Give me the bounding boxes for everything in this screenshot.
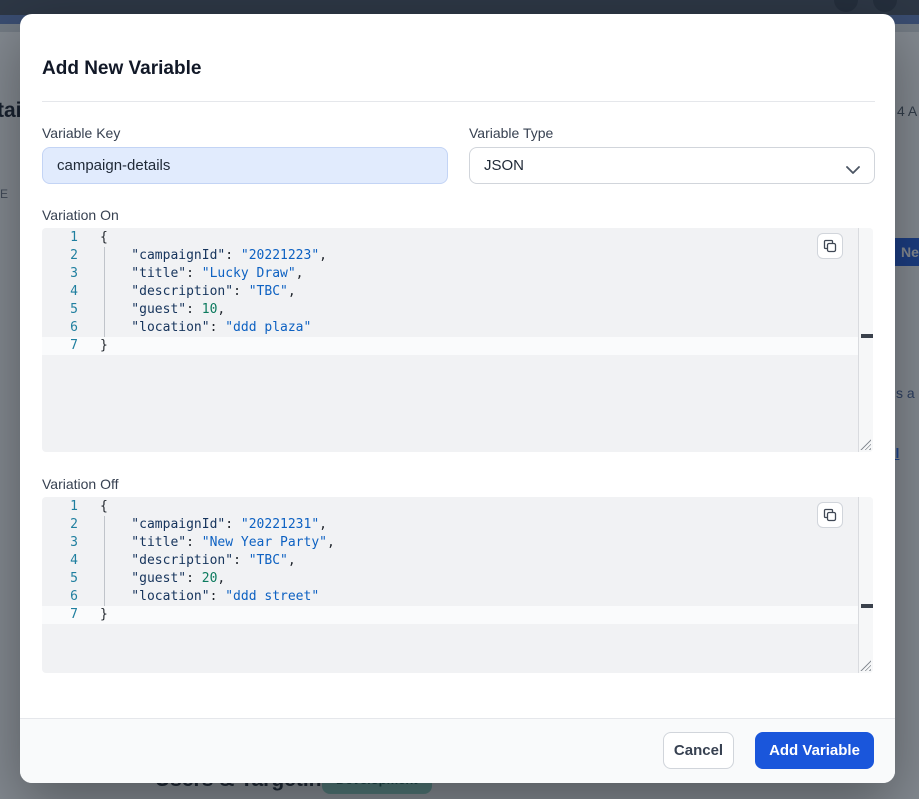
line-content: { xyxy=(100,499,108,514)
modal-footer: Cancel Add Variable xyxy=(20,718,895,783)
add-variable-modal: Add New Variable Variable Key Variable T… xyxy=(20,14,895,783)
variable-type-value: JSON xyxy=(484,157,525,174)
code-editor-variation-off[interactable]: 1{2 "campaignId": "20221231",3 "title": … xyxy=(42,497,873,673)
line-number: 1 xyxy=(70,230,78,245)
line-content: "title": "New Year Party", xyxy=(100,535,335,550)
scrollbar-track[interactable] xyxy=(858,497,873,673)
line-number: 1 xyxy=(70,499,78,514)
line-content: "campaignId": "20221231", xyxy=(100,517,327,532)
code-line[interactable]: 1{ xyxy=(42,498,858,516)
variable-key-label: Variable Key xyxy=(42,125,121,141)
line-number: 7 xyxy=(70,607,78,622)
code-line[interactable]: 5 "guest": 10, xyxy=(42,301,858,319)
divider xyxy=(42,101,875,102)
line-content: "description": "TBC", xyxy=(100,284,296,299)
line-content: "guest": 20, xyxy=(100,571,226,586)
code-editor-variation-on[interactable]: 1{2 "campaignId": "20221223",3 "title": … xyxy=(42,228,873,452)
line-number: 6 xyxy=(70,589,78,604)
line-content: } xyxy=(100,338,108,353)
cancel-button[interactable]: Cancel xyxy=(663,732,734,769)
code-line[interactable]: 4 "description": "TBC", xyxy=(42,283,858,301)
line-number: 5 xyxy=(70,302,78,317)
code-line[interactable]: 7} xyxy=(42,606,858,624)
code-line[interactable]: 1{ xyxy=(42,229,858,247)
code-line[interactable]: 2 "campaignId": "20221231", xyxy=(42,516,858,534)
line-number: 3 xyxy=(70,535,78,550)
resize-grip[interactable] xyxy=(860,660,871,671)
code-line[interactable]: 5 "guest": 20, xyxy=(42,570,858,588)
copy-button[interactable] xyxy=(817,233,843,259)
variable-key-input[interactable] xyxy=(42,147,448,184)
line-number: 7 xyxy=(70,338,78,353)
line-content: "description": "TBC", xyxy=(100,553,296,568)
variable-type-label: Variable Type xyxy=(469,125,554,141)
scrollbar-cursor-marker[interactable] xyxy=(861,334,873,338)
line-content: "guest": 10, xyxy=(100,302,226,317)
line-content: "title": "Lucky Draw", xyxy=(100,266,304,281)
code-line[interactable]: 6 "location": "ddd plaza" xyxy=(42,319,858,337)
code-line[interactable]: 3 "title": "Lucky Draw", xyxy=(42,265,858,283)
line-content: "location": "ddd street" xyxy=(100,589,320,604)
copy-button[interactable] xyxy=(817,502,843,528)
code-line[interactable]: 3 "title": "New Year Party", xyxy=(42,534,858,552)
line-number: 5 xyxy=(70,571,78,586)
variation-on-label: Variation On xyxy=(42,207,119,223)
line-number: 3 xyxy=(70,266,78,281)
indent-guide xyxy=(104,247,105,337)
variation-off-label: Variation Off xyxy=(42,476,119,492)
line-number: 4 xyxy=(70,284,78,299)
line-content: } xyxy=(100,607,108,622)
resize-grip[interactable] xyxy=(860,439,871,450)
line-number: 4 xyxy=(70,553,78,568)
line-number: 2 xyxy=(70,248,78,263)
code-line[interactable]: 2 "campaignId": "20221223", xyxy=(42,247,858,265)
variable-type-select[interactable]: JSON xyxy=(469,147,875,184)
indent-guide xyxy=(104,516,105,606)
chevron-down-icon xyxy=(846,162,860,179)
scrollbar-cursor-marker[interactable] xyxy=(861,604,873,608)
add-variable-button[interactable]: Add Variable xyxy=(755,732,874,769)
line-number: 2 xyxy=(70,517,78,532)
code-line[interactable]: 6 "location": "ddd street" xyxy=(42,588,858,606)
scrollbar-track[interactable] xyxy=(858,228,873,452)
line-content: "location": "ddd plaza" xyxy=(100,320,312,335)
code-line[interactable]: 4 "description": "TBC", xyxy=(42,552,858,570)
modal-title: Add New Variable xyxy=(42,58,202,79)
code-lines: 1{2 "campaignId": "20221231",3 "title": … xyxy=(42,498,858,624)
code-line[interactable]: 7} xyxy=(42,337,858,355)
line-number: 6 xyxy=(70,320,78,335)
line-content: { xyxy=(100,230,108,245)
code-lines: 1{2 "campaignId": "20221223",3 "title": … xyxy=(42,229,858,355)
line-content: "campaignId": "20221223", xyxy=(100,248,327,263)
